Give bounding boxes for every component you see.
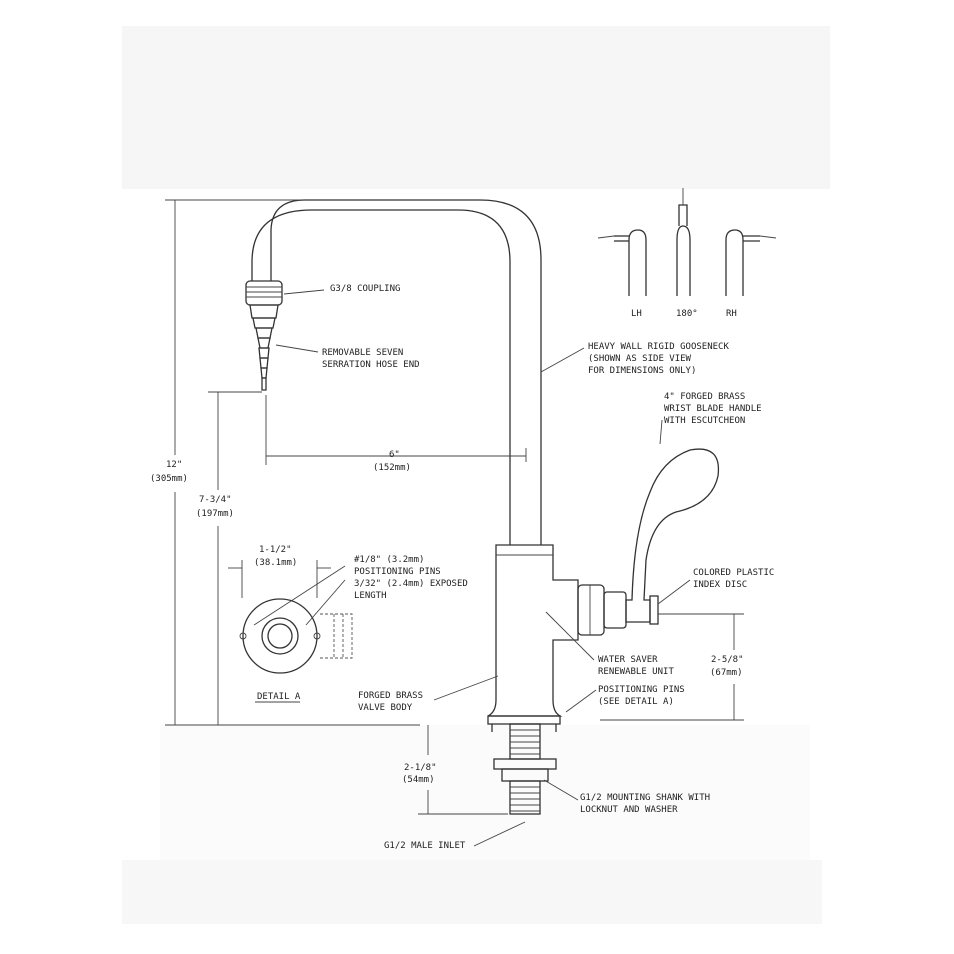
scan-shade-mid xyxy=(160,725,810,860)
positioning-pins-label-line2: (SEE DETAIL A) xyxy=(598,697,674,707)
orientation-label-180: 180° xyxy=(676,309,698,319)
hose-end-label-line1: REMOVABLE SEVEN xyxy=(322,348,403,358)
gooseneck-label-line3: FOR DIMENSIONS ONLY) xyxy=(588,366,696,376)
dimension-labels: 12" (305mm) 7-3/4" (197mm) 6" (152mm) 1-… xyxy=(150,450,744,785)
dim-shank-length-mm: (54mm) xyxy=(402,775,435,785)
dim-reach: 6" xyxy=(389,450,400,460)
dim-shank-length: 2-1/8" xyxy=(404,763,437,773)
dim-handle-height-mm: (67mm) xyxy=(710,668,743,678)
gooseneck-label-line2: (SHOWN AS SIDE VIEW xyxy=(588,354,692,364)
dim-reach-mm: (152mm) xyxy=(373,463,411,473)
dim-total-height: 12" xyxy=(166,460,182,470)
pins-note-line2: POSITIONING PINS xyxy=(354,567,441,577)
index-disc-label-line1: COLORED PLASTIC xyxy=(693,568,774,578)
shank-label-line2: LOCKNUT AND WASHER xyxy=(580,805,678,815)
valve-body-label-line1: FORGED BRASS xyxy=(358,691,423,701)
gooseneck xyxy=(251,199,542,545)
pins-note-line3: 3/32" (2.4mm) EXPOSED xyxy=(354,579,468,589)
scan-shade-top xyxy=(122,26,830,189)
dim-detail-width-mm: (38.1mm) xyxy=(254,558,297,568)
dim-detail-width: 1-1/2" xyxy=(259,545,292,555)
detail-a-figure xyxy=(228,560,353,703)
handle-label-line2: WRIST BLADE HANDLE xyxy=(664,404,762,414)
orientation-labels: LH 180° RH xyxy=(631,309,737,319)
inlet-label: G1/2 MALE INLET xyxy=(384,841,466,851)
positioning-pins-label-line1: POSITIONING PINS xyxy=(598,685,685,695)
dim-hose-height: 7-3/4" xyxy=(199,495,232,505)
dim-hose-height-mm: (197mm) xyxy=(196,509,234,519)
orientation-icons xyxy=(597,188,777,296)
water-saver-label-line2: RENEWABLE UNIT xyxy=(598,667,674,677)
handle-label-line3: WITH ESCUTCHEON xyxy=(664,416,745,426)
gooseneck-label-line1: HEAVY WALL RIGID GOOSENECK xyxy=(588,342,729,352)
valve-body xyxy=(487,544,627,717)
dimension-lines xyxy=(165,199,744,815)
index-disc-label-line2: INDEX DISC xyxy=(693,580,747,590)
wrist-blade-handle xyxy=(625,448,720,625)
dim-total-height-mm: (305mm) xyxy=(150,474,188,484)
hose-end-label-line2: SERRATION HOSE END xyxy=(322,360,420,370)
hose-end xyxy=(245,280,283,391)
callouts: G3/8 COUPLING REMOVABLE SEVEN SERRATION … xyxy=(257,284,774,851)
dim-handle-height: 2-5/8" xyxy=(711,655,744,665)
mounting-shank xyxy=(487,715,561,815)
valve-body-label-line2: VALVE BODY xyxy=(358,703,413,713)
handle-label-line1: 4" FORGED BRASS xyxy=(664,392,745,402)
orientation-label-lh: LH xyxy=(631,309,642,319)
pins-note-line1: #1/8" (3.2mm) xyxy=(354,555,424,565)
shank-label-line1: G1/2 MOUNTING SHANK WITH xyxy=(580,793,710,803)
detail-a-caption: DETAIL A xyxy=(257,692,301,702)
water-saver-label-line1: WATER SAVER xyxy=(598,655,658,665)
orientation-label-rh: RH xyxy=(726,309,737,319)
pins-note-line4: LENGTH xyxy=(354,591,387,601)
coupling-label: G3/8 COUPLING xyxy=(330,284,400,294)
scan-shade-bottom xyxy=(122,860,822,924)
leader-lines xyxy=(275,289,691,847)
